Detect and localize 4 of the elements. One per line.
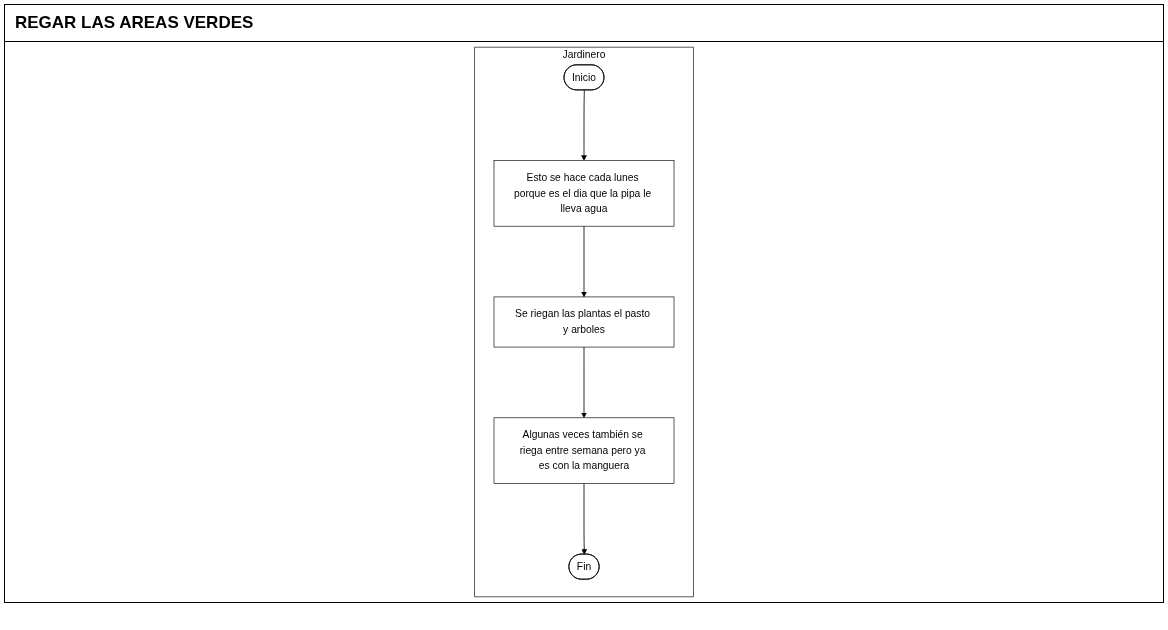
diagram-title: REGAR LAS AREAS VERDES: [5, 5, 1163, 42]
node-box: Algunas veces también se riega entre semana pero ya es con la manguera: [493, 417, 675, 484]
node-box: Esto se hace cada lunes porque es el dia que la pipa le lleva agua: [493, 160, 675, 227]
node-box: Se riegan las plantas el pasto y arboles: [493, 296, 675, 348]
